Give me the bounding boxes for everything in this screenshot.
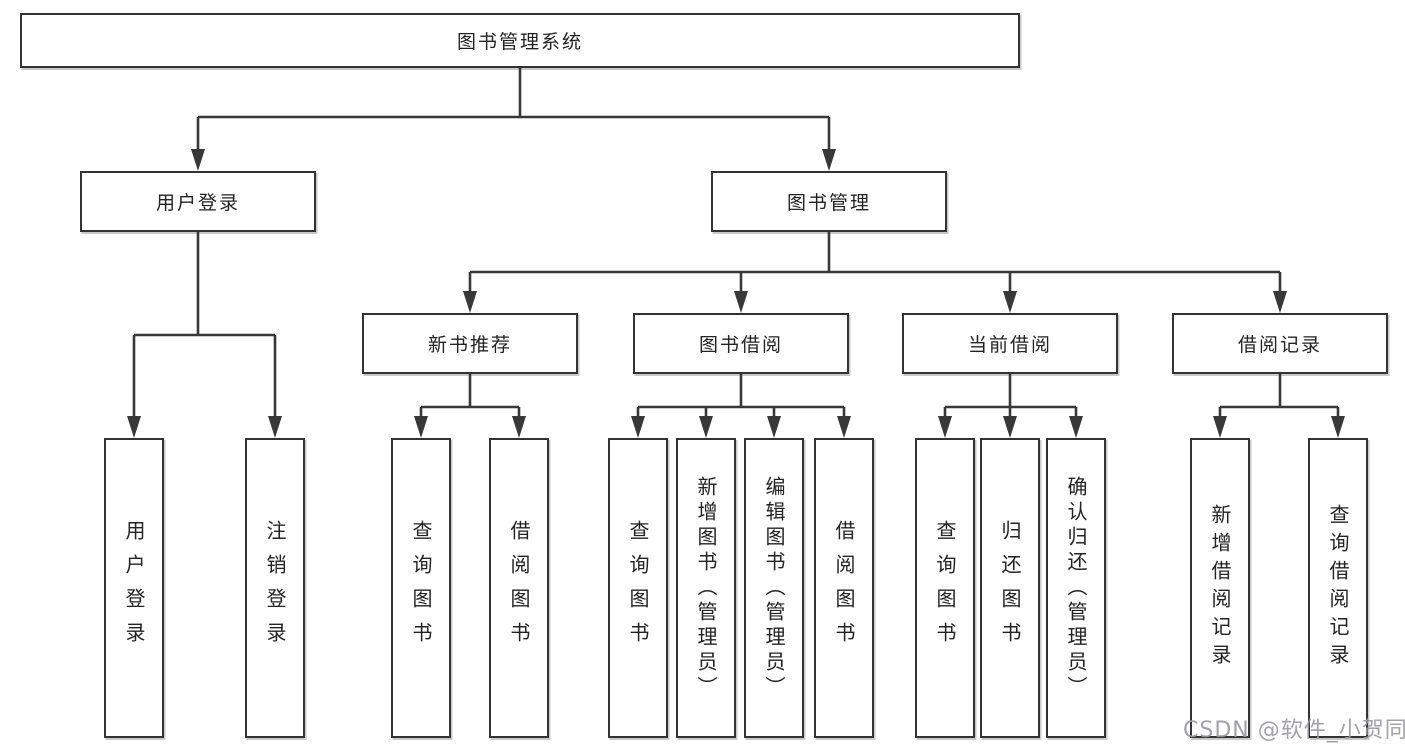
arrowhead-icon <box>837 416 851 438</box>
node-library-management-system: 图书管理系统 <box>20 13 1020 68</box>
arrowhead-icon <box>1003 291 1017 313</box>
leaf-borrow-books: 借阅图书 <box>489 438 549 738</box>
arrowhead-icon <box>512 416 526 438</box>
arrowhead-icon <box>127 416 141 438</box>
arrowhead-icon <box>463 291 477 313</box>
arrowhead-icon <box>1069 416 1083 438</box>
leaf-query-books-3: 查询图书 <box>915 438 975 738</box>
arrowhead-icon <box>268 416 282 438</box>
arrowhead-icon <box>822 149 836 171</box>
node-user-login: 用户登录 <box>80 171 316 232</box>
arrowhead-icon <box>938 416 952 438</box>
arrowhead-icon <box>1003 416 1017 438</box>
leaf-confirm-return-admin: 确认归还（管理员） <box>1046 438 1106 738</box>
leaf-user-login: 用户登录 <box>104 438 164 738</box>
csdn-watermark: CSDN @软件_小贺同学 <box>1183 718 1405 743</box>
arrowhead-icon <box>1213 416 1227 438</box>
arrowhead-icon <box>699 416 713 438</box>
leaf-query-books-2: 查询图书 <box>608 438 668 738</box>
arrowhead-icon <box>191 149 205 171</box>
arrowhead-icon <box>1331 416 1345 438</box>
leaf-add-borrow-record: 新增借阅记录 <box>1190 438 1250 738</box>
arrowhead-icon <box>1273 291 1287 313</box>
node-book-management: 图书管理 <box>711 171 947 232</box>
leaf-logout: 注销登录 <box>245 438 305 738</box>
arrowhead-icon <box>414 416 428 438</box>
node-new-book-recommendation: 新书推荐 <box>362 313 578 374</box>
leaf-return-books: 归还图书 <box>980 438 1040 738</box>
leaf-edit-books-admin: 编辑图书（管理员） <box>744 438 804 738</box>
node-book-borrowing: 图书借阅 <box>633 313 849 374</box>
node-current-borrowing: 当前借阅 <box>902 313 1118 374</box>
leaf-query-borrow-record: 查询借阅记录 <box>1308 438 1368 738</box>
arrowhead-icon <box>734 291 748 313</box>
leaf-query-books: 查询图书 <box>391 438 451 738</box>
arrowhead-icon <box>767 416 781 438</box>
arrowhead-icon <box>631 416 645 438</box>
leaf-add-books-admin: 新增图书（管理员） <box>676 438 736 738</box>
leaf-borrow-books-2: 借阅图书 <box>814 438 874 738</box>
node-borrowing-records: 借阅记录 <box>1172 313 1388 374</box>
